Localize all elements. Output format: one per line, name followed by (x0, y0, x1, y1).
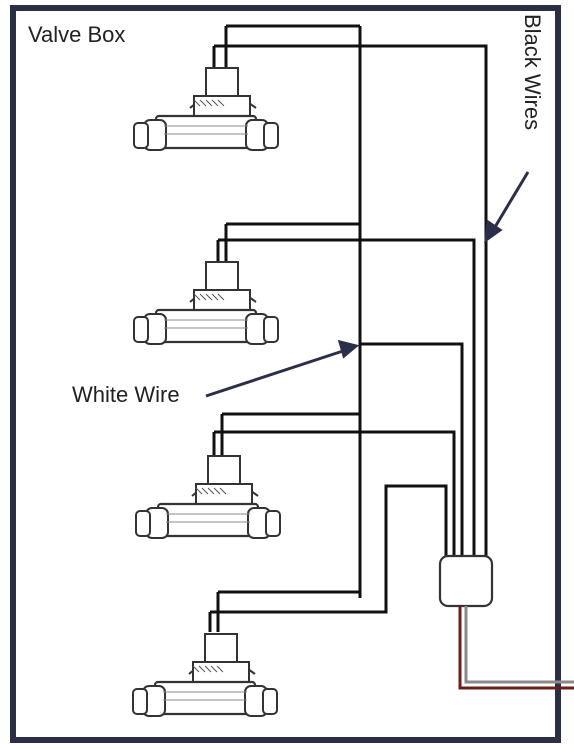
valve-box-border (10, 5, 561, 743)
black-wires-arrowhead (484, 219, 503, 244)
valve-2 (132, 260, 280, 346)
wire-connector (438, 554, 494, 608)
outgoing-cable (458, 606, 574, 690)
white-wire-arrow (205, 348, 347, 398)
white-wire-label: White Wire (72, 382, 180, 407)
white-wire-arrowhead (337, 339, 360, 359)
black-wire-3 (214, 430, 456, 556)
valve-1 (132, 66, 280, 152)
black-wire-1 (214, 44, 488, 556)
black-wire-2 (218, 238, 476, 556)
black-wires-arrow (490, 171, 530, 233)
valve-3 (134, 454, 282, 540)
valve-box-label: Valve Box (28, 22, 125, 47)
wires (208, 24, 488, 632)
valve-4 (131, 632, 279, 718)
black-wires-label: Black Wires (520, 14, 545, 130)
black-wire-4 (210, 484, 448, 614)
annotation-arrows (205, 171, 530, 398)
